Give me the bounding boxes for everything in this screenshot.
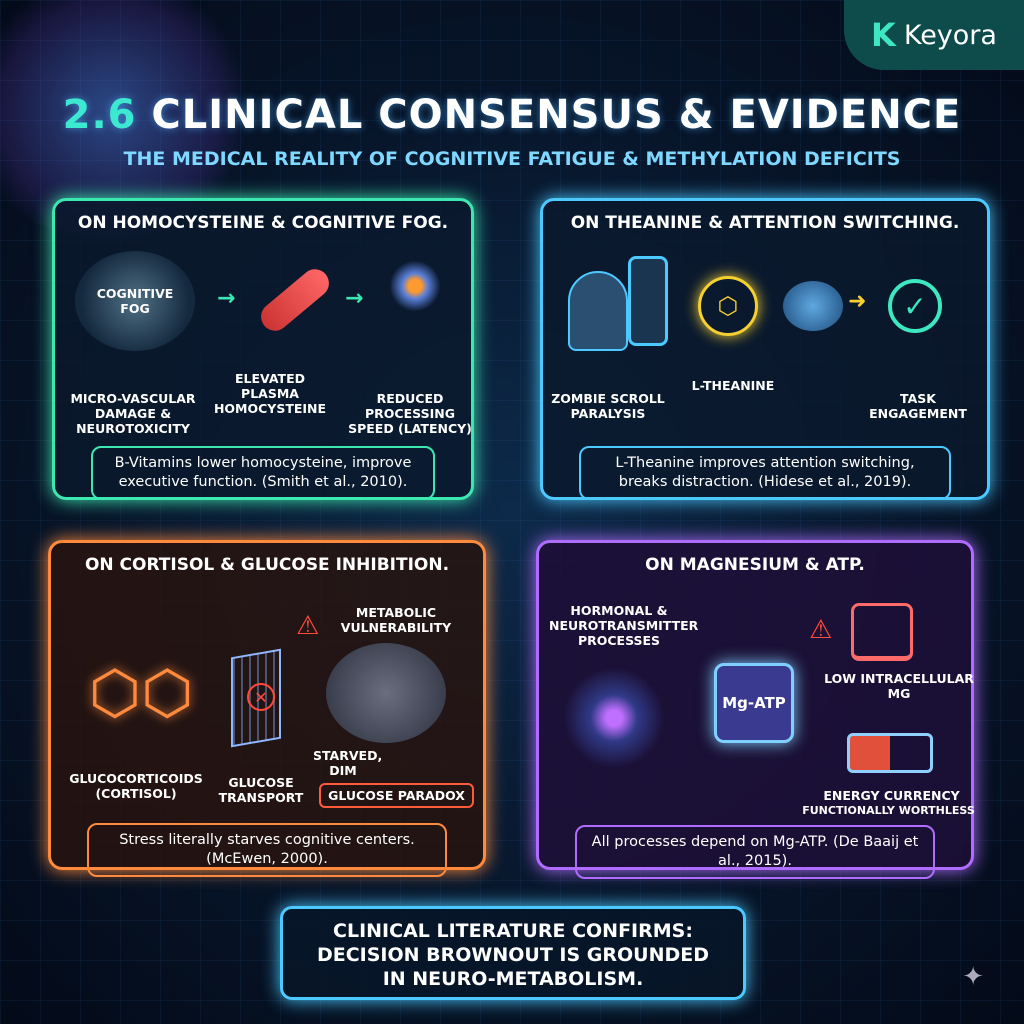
cortisol-molecule-icon: ⬡⬡ (88, 658, 194, 728)
blood-vessel-icon (255, 263, 335, 337)
empty-container-icon (851, 603, 913, 661)
page-subtitle: THE MEDICAL REALITY OF COGNITIVE FATIGUE… (123, 148, 901, 170)
label-speed: REDUCED PROCESSING SPEED (LATENCY) (348, 391, 472, 436)
citation-caption: Stress literally starves cognitive cente… (87, 823, 447, 877)
arrow-right-icon: → (345, 286, 364, 311)
brand-logo: K Keyora (844, 0, 1024, 70)
conclusion-line: CLINICAL LITERATURE CONFIRMS: (333, 920, 693, 942)
label-starved: STARVED, DIM (313, 748, 383, 778)
conclusion-line: DECISION BROWNOUT IS GROUNDED (316, 944, 710, 966)
neuron-icon (559, 663, 669, 773)
citation-caption: B-Vitamins lower homocysteine, improve e… (91, 446, 435, 500)
label-fog: COGNITIVE FOG (96, 286, 174, 316)
panel-cortisol: ON CORTISOL & GLUCOSE INHIBITION. ⚠ META… (48, 540, 486, 877)
glucose-paradox-badge: GLUCOSE PARADOX (319, 783, 474, 808)
molecule-icon: ⬡ (698, 276, 758, 336)
label-glucocorticoids: GLUCOCORTICOIDS (CORTISOL) (69, 771, 203, 801)
label-hormonal: HORMONAL & NEUROTRANSMITTER PROCESSES (549, 603, 699, 648)
panel-homocysteine: ON HOMOCYSTEINE & COGNITIVE FOG. COGNITI… (52, 198, 474, 500)
label-worthless: FUNCTIONALLY WORTHLESS (802, 804, 975, 817)
label-metabolic: METABOLIC VULNERABILITY (340, 605, 452, 635)
citation-caption: All processes depend on Mg-ATP. (De Baai… (575, 825, 935, 879)
arrow-right-icon: ➜ (848, 289, 867, 314)
label-energy: ENERGY CURRENCY (823, 788, 960, 803)
brand-name: Keyora (903, 19, 997, 51)
title-text: CLINICAL CONSENSUS & EVIDENCE (151, 92, 962, 138)
broken-battery-icon (847, 733, 933, 773)
label-theanine: L-THEANINE (691, 378, 775, 393)
blocked-x-icon: ✕ (247, 683, 275, 711)
brain-icon (783, 281, 843, 331)
panel-title: ON HOMOCYSTEINE & COGNITIVE FOG. (77, 213, 449, 233)
warning-icon: ⚠ (809, 615, 833, 645)
panel-title: ON MAGNESIUM & ATP. (645, 555, 865, 575)
panel-magnesium: ON MAGNESIUM & ATP. HORMONAL & NEUROTRAN… (536, 540, 975, 879)
neuron-icon (385, 256, 445, 316)
label-transport: GLUCOSE TRANSPORT (218, 775, 304, 805)
brand-mark-icon: K (871, 16, 896, 54)
panel-title: ON THEANINE & ATTENTION SWITCHING. (570, 213, 960, 233)
label-zombie: ZOMBIE SCROLL PARALYSIS (551, 391, 665, 421)
warning-icon: ⚠ (296, 611, 320, 641)
arrow-right-icon: → (217, 286, 236, 311)
dim-brain-icon (326, 643, 446, 743)
panel-title: ON CORTISOL & GLUCOSE INHIBITION. (84, 555, 450, 575)
phone-icon (628, 256, 668, 346)
sparkle-icon: ✦ (962, 962, 984, 992)
conclusion-box: CLINICAL LITERATURE CONFIRMS: DECISION B… (280, 906, 746, 1000)
mg-atp-chip: Mg-ATP (714, 663, 794, 743)
check-icon: ✓ (888, 279, 942, 333)
citation-caption: L-Theanine improves attention switching,… (579, 446, 951, 500)
label-low-mg: LOW INTRACELLULAR Mg (824, 671, 974, 701)
brain-fog-icon: COGNITIVE FOG (75, 251, 195, 351)
label-task: TASK ENGAGEMENT (869, 391, 967, 421)
section-number: 2.6 (62, 92, 137, 138)
person-icon (568, 271, 628, 351)
page-title: 2.6 CLINICAL CONSENSUS & EVIDENCE (0, 92, 1024, 138)
label-plasma: ELEVATED PLASMA HOMOCYSTEINE (213, 371, 327, 416)
label-damage: MICRO-VASCULAR DAMAGE & NEUROTOXICITY (70, 391, 196, 436)
panel-theanine: ON THEANINE & ATTENTION SWITCHING. ⬡ ➜ ✓… (540, 198, 990, 500)
conclusion-line: IN NEURO-METABOLISM. (382, 968, 644, 990)
